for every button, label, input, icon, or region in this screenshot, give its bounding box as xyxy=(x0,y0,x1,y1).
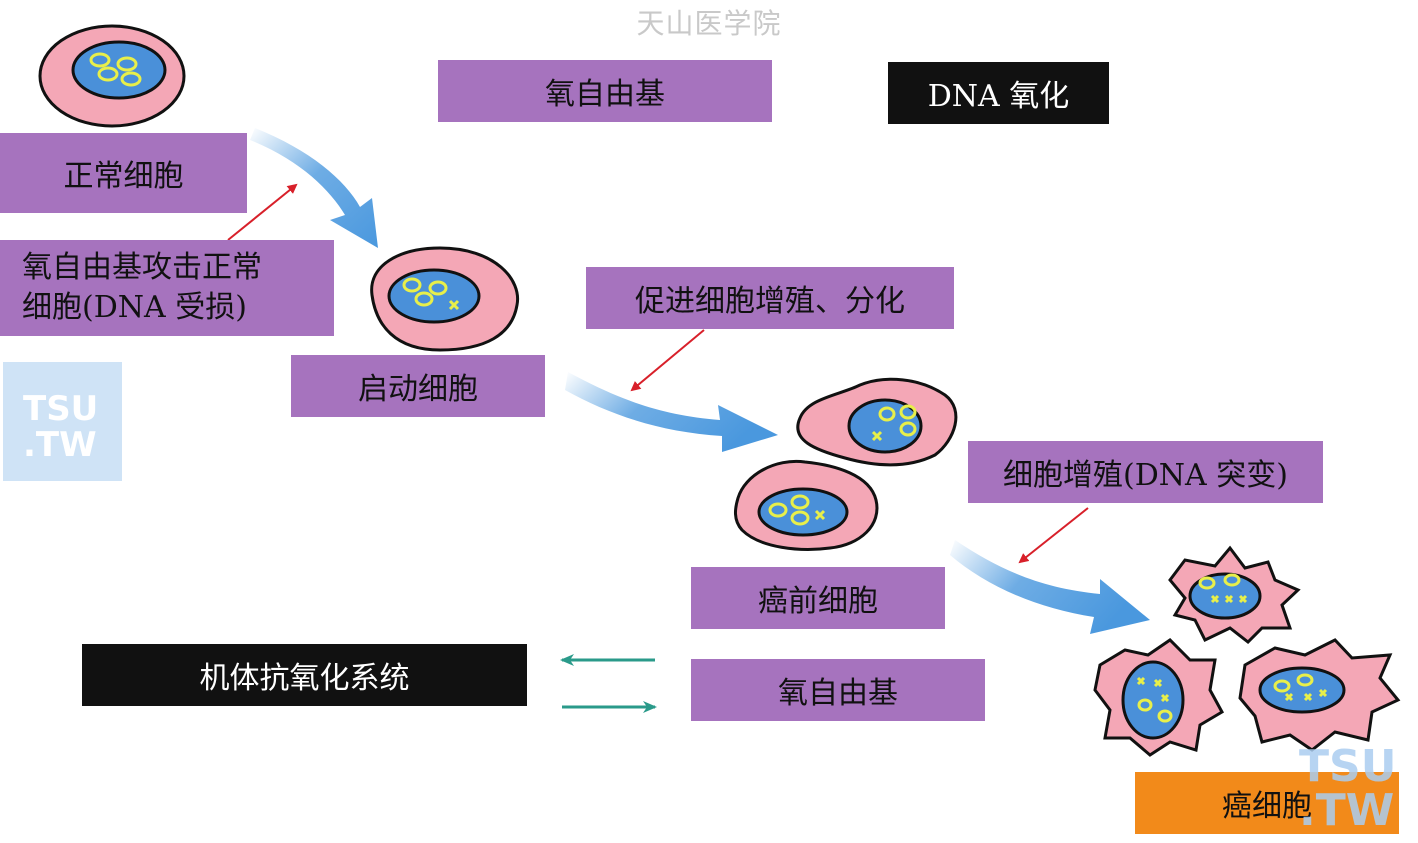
label-dna-oxidation: DNA 氧化 xyxy=(888,62,1109,124)
label-free-radical-top: 氧自由基 xyxy=(438,60,772,122)
flow-arrow-1 xyxy=(250,128,378,248)
label-antioxidant-system: 机体抗氧化系统 xyxy=(82,644,527,706)
label-normal-cell: 正常细胞 xyxy=(0,133,247,213)
precancer-cell-illustration-upper xyxy=(796,377,958,467)
label-promote-proliferation: 促进细胞增殖、分化 xyxy=(586,267,954,329)
cancer-cell-illustration-left xyxy=(1093,638,1225,757)
precancer-cell-illustration-lower xyxy=(734,459,879,551)
cancer-cell-illustration-top xyxy=(1168,545,1301,644)
label-proliferation-mutation: 细胞增殖(DNA 突变) xyxy=(968,441,1323,503)
tsu-logo-left: TSU .TW xyxy=(3,362,122,481)
label-initiated-cell: 启动细胞 xyxy=(291,355,545,417)
cancer-cell-illustration-right xyxy=(1238,638,1401,752)
tsu-logo-left-line2: .TW xyxy=(23,425,97,465)
label-free-radical-attack-line1: 氧自由基攻击正常 xyxy=(22,250,262,285)
label-free-radical-bottom: 氧自由基 xyxy=(691,659,985,721)
red-arrow-proliferation xyxy=(1018,507,1089,564)
watermark-title: 天山医学院 xyxy=(636,7,782,40)
flow-arrow-2 xyxy=(565,372,778,452)
normal-cell-illustration xyxy=(38,24,186,128)
label-cancer-cell: 癌细胞 xyxy=(1135,772,1399,834)
label-precancer-cell: 癌前细胞 xyxy=(691,567,945,629)
initiated-cell-illustration xyxy=(370,246,520,352)
red-arrow-promote xyxy=(630,329,705,392)
label-free-radical-attack-line2: 细胞(DNA 受损) xyxy=(22,290,247,325)
red-arrow-attack xyxy=(227,183,298,241)
label-free-radical-attack: 氧自由基攻击正常 细胞(DNA 受损) xyxy=(0,240,334,336)
flow-arrow-3 xyxy=(950,540,1150,634)
tsu-logo-left-line1: TSU xyxy=(23,389,99,429)
